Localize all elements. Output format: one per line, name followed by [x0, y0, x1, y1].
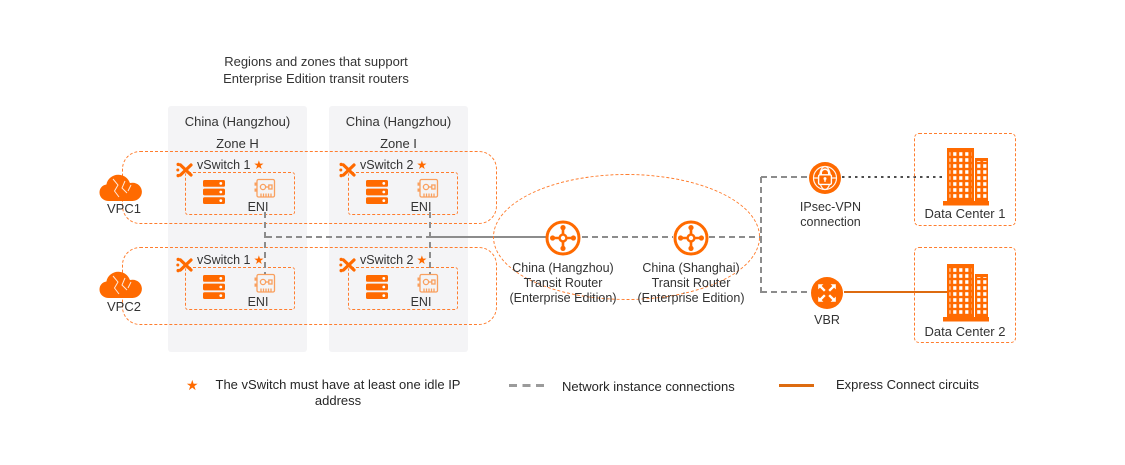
vswitch-label: vSwitch 1: [197, 158, 251, 172]
router-compass-icon: [545, 220, 581, 256]
star-icon: ★: [253, 158, 265, 172]
legend-express-connect-label: Express Connect circuits: [836, 377, 980, 392]
star-icon: ★: [253, 253, 265, 267]
vswitch-title: vSwitch 1★: [197, 251, 264, 269]
router-compass-icon: [673, 220, 709, 256]
data-center-1-label: Data Center 1: [924, 206, 1006, 221]
vswitch-x-icon: [176, 162, 193, 178]
cloud-icon: [99, 271, 142, 298]
vswitch-title: vSwitch 2★: [360, 156, 427, 174]
connection-eni-vswitch1: [264, 212, 267, 274]
vswitch-title: vSwitch 1★: [197, 156, 264, 174]
data-center-2-label: Data Center 2: [924, 324, 1006, 339]
connection-branch-to-ipsec: [761, 176, 808, 179]
star-icon: ★: [416, 158, 428, 172]
eni-label: ENI: [247, 295, 269, 309]
zone-name-label: Zone H: [216, 136, 259, 151]
nic-card-icon: [254, 178, 276, 198]
vswitch-x-icon: [339, 257, 356, 273]
connection-expressconnect-vbr-dc2: [844, 291, 948, 294]
vswitch-label: vSwitch 2: [360, 253, 414, 267]
vswitch-x-icon: [339, 162, 356, 178]
legend-solid-line-sample: [779, 384, 814, 387]
legend-star-note: The vSwitch must have at least one idle …: [215, 377, 461, 408]
eni-label: ENI: [410, 200, 432, 214]
eni-label: ENI: [247, 200, 269, 214]
nic-card-icon: [417, 178, 439, 198]
server-stack-icon: [203, 180, 225, 204]
ipsec-vpn-label: IPsec-VPN connection: [799, 200, 862, 229]
vswitch-box: ENI: [185, 267, 295, 310]
building-icon: [943, 264, 989, 322]
legend-dashed-line-sample: [509, 384, 546, 387]
nic-card-icon: [254, 273, 276, 293]
connection-trunk-solid: [430, 236, 546, 239]
vswitch-x-icon: [176, 257, 193, 273]
zone-box-i: China (Hangzhou) Zone I: [329, 106, 468, 352]
cloud-icon: [99, 174, 142, 201]
connection-branch-to-vbr: [761, 291, 810, 294]
nic-card-icon: [417, 273, 439, 293]
star-icon: ★: [416, 253, 428, 267]
connection-ipsec-to-dc1: [842, 176, 944, 178]
vswitch-box: ENI: [348, 172, 458, 215]
arrows-out-icon: [811, 277, 843, 309]
transit-router-1-label: China (Hangzhou) Transit Router (Enterpr…: [509, 261, 617, 305]
data-center-1-box: Data Center 1: [914, 133, 1016, 226]
vswitch-label: vSwitch 2: [360, 158, 414, 172]
zone-box-h: China (Hangzhou) Zone H: [168, 106, 307, 352]
server-stack-icon: [203, 275, 225, 299]
vswitch-label: vSwitch 1: [197, 253, 251, 267]
vswitch-box: ENI: [348, 267, 458, 310]
vbr-label: VBR: [814, 313, 840, 327]
data-center-2-box: Data Center 2: [914, 247, 1016, 343]
connection-trunk-dashed: [266, 236, 430, 239]
vswitch-title: vSwitch 2★: [360, 251, 427, 269]
building-icon: [943, 148, 989, 206]
server-stack-icon: [366, 180, 388, 204]
globe-lock-icon: [809, 162, 841, 194]
server-stack-icon: [366, 275, 388, 299]
transit-router-region-ellipse: [493, 174, 760, 300]
eni-label: ENI: [410, 295, 432, 309]
vpc1-label: VPC1: [107, 201, 141, 216]
star-icon: ★: [186, 377, 199, 393]
vpc2-label: VPC2: [107, 299, 141, 314]
legend-network-connections-label: Network instance connections: [562, 379, 735, 394]
transit-router-2-label: China (Shanghai) Transit Router (Enterpr…: [637, 261, 745, 305]
zone-region-label: China (Hangzhou): [184, 114, 291, 129]
vswitch-box: ENI: [185, 172, 295, 215]
zone-region-label: China (Hangzhou): [345, 114, 452, 129]
diagram-title: Regions and zones that support Enterpris…: [223, 54, 409, 86]
zone-name-label: Zone I: [380, 136, 417, 151]
connection-branch-vertical: [760, 177, 763, 293]
connection-eni-vswitch2: [429, 212, 432, 274]
